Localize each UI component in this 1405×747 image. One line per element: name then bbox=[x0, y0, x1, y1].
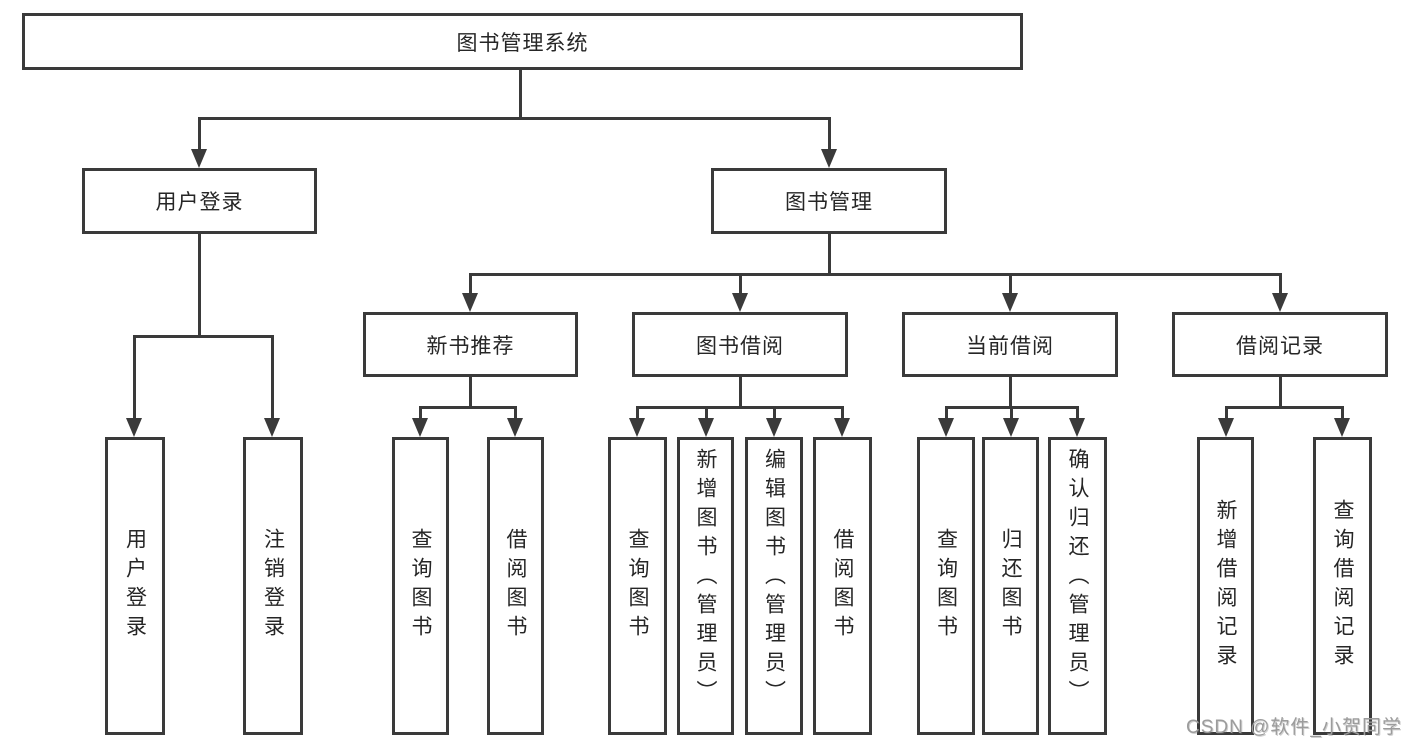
connector-line bbox=[1225, 406, 1228, 420]
connector-line bbox=[1341, 406, 1344, 420]
connector-line bbox=[133, 335, 274, 338]
connector-line bbox=[519, 69, 522, 118]
connector-arrowhead bbox=[629, 418, 645, 437]
leaf-label: 归还图书 bbox=[999, 528, 1022, 644]
leaf-return-books: 归还图书 bbox=[982, 437, 1039, 735]
leaf-label: 借阅图书 bbox=[831, 528, 854, 644]
connector-arrowhead bbox=[1334, 418, 1350, 437]
node-root-library-system: 图书管理系统 bbox=[22, 13, 1023, 70]
connector-arrowhead bbox=[1003, 418, 1019, 437]
node-label: 新书推荐 bbox=[426, 334, 515, 358]
connector-line bbox=[828, 233, 831, 275]
leaf-edit-books-admin: 编辑图书（管理员） bbox=[745, 437, 803, 735]
leaf-label: 查询图书 bbox=[626, 528, 649, 644]
connector-arrowhead bbox=[821, 149, 837, 168]
leaf-label: 新增图书（管理员） bbox=[694, 448, 717, 709]
node-current-borrow: 当前借阅 bbox=[902, 312, 1118, 377]
leaf-borrow-books-recommend: 借阅图书 bbox=[487, 437, 544, 735]
connector-arrowhead bbox=[264, 418, 280, 437]
connector-line bbox=[945, 406, 948, 420]
leaf-label: 借阅图书 bbox=[504, 528, 527, 644]
connector-line bbox=[636, 406, 639, 420]
connector-line bbox=[469, 273, 1282, 276]
leaf-add-borrow-record: 新增借阅记录 bbox=[1197, 437, 1254, 735]
leaf-label: 查询图书 bbox=[934, 528, 958, 644]
connector-line bbox=[419, 406, 422, 420]
connector-line bbox=[469, 273, 472, 295]
connector-line bbox=[271, 335, 274, 420]
node-label: 借阅记录 bbox=[1236, 334, 1324, 358]
node-new-book-recommend: 新书推荐 bbox=[363, 312, 578, 377]
connector-arrowhead bbox=[834, 418, 850, 437]
connector-line bbox=[1009, 376, 1012, 407]
leaf-borrow-books: 借阅图书 bbox=[813, 437, 872, 735]
connector-arrowhead bbox=[1272, 293, 1288, 312]
connector-arrowhead bbox=[766, 418, 782, 437]
connector-line bbox=[133, 335, 136, 420]
leaf-confirm-return-admin: 确认归还（管理员） bbox=[1048, 437, 1107, 735]
connector-arrowhead bbox=[698, 418, 714, 437]
connector-line bbox=[841, 406, 844, 420]
connector-arrowhead bbox=[126, 418, 142, 437]
leaf-label: 查询图书 bbox=[409, 528, 432, 644]
connector-arrowhead bbox=[412, 418, 428, 437]
node-user-login: 用户登录 bbox=[82, 168, 317, 234]
connector-line bbox=[739, 273, 742, 295]
connector-arrowhead bbox=[191, 149, 207, 168]
connector-line bbox=[1225, 406, 1344, 409]
connector-line bbox=[1009, 273, 1012, 295]
leaf-label: 确认归还（管理员） bbox=[1066, 448, 1089, 709]
connector-line bbox=[514, 406, 517, 420]
leaf-label: 编辑图书（管理员） bbox=[762, 448, 786, 709]
leaf-label: 新增借阅记录 bbox=[1214, 499, 1237, 673]
connector-line bbox=[1010, 406, 1013, 420]
leaf-query-books-recommend: 查询图书 bbox=[392, 437, 449, 735]
connector-line bbox=[419, 406, 517, 409]
connector-line bbox=[636, 406, 844, 409]
connector-line bbox=[705, 406, 708, 420]
node-book-borrow: 图书借阅 bbox=[632, 312, 848, 377]
node-label: 图书管理系统 bbox=[456, 31, 589, 55]
leaf-label: 注销登录 bbox=[261, 528, 285, 644]
leaf-user-login: 用户登录 bbox=[105, 437, 165, 735]
connector-line bbox=[773, 406, 776, 420]
leaf-query-books-borrow: 查询图书 bbox=[608, 437, 667, 735]
connector-arrowhead bbox=[938, 418, 954, 437]
node-label: 图书借阅 bbox=[696, 334, 784, 358]
connector-arrowhead bbox=[1002, 293, 1018, 312]
node-book-management: 图书管理 bbox=[711, 168, 947, 234]
leaf-label: 查询借阅记录 bbox=[1331, 499, 1354, 673]
leaf-query-borrow-record: 查询借阅记录 bbox=[1313, 437, 1372, 735]
connector-line bbox=[469, 376, 472, 407]
connector-line bbox=[198, 233, 201, 338]
node-label: 用户登录 bbox=[155, 191, 244, 214]
csdn-watermark: CSDN @软件_小贺同学 bbox=[1186, 717, 1402, 738]
leaf-logout: 注销登录 bbox=[243, 437, 303, 735]
connector-arrowhead bbox=[1069, 418, 1085, 437]
connector-arrowhead bbox=[507, 418, 523, 437]
connector-arrowhead bbox=[1218, 418, 1234, 437]
connector-line bbox=[198, 117, 831, 120]
connector-arrowhead bbox=[462, 293, 478, 312]
connector-line bbox=[739, 376, 742, 407]
leaf-query-books-current: 查询图书 bbox=[917, 437, 975, 735]
leaf-add-books-admin: 新增图书（管理员） bbox=[677, 437, 734, 735]
connector-line bbox=[1076, 406, 1079, 420]
connector-line bbox=[1279, 376, 1282, 407]
node-label: 当前借阅 bbox=[966, 334, 1054, 358]
connector-line bbox=[198, 117, 201, 151]
connector-arrowhead bbox=[732, 293, 748, 312]
leaf-label: 用户登录 bbox=[123, 528, 147, 644]
connector-line bbox=[828, 117, 831, 151]
node-borrow-records: 借阅记录 bbox=[1172, 312, 1388, 377]
connector-line bbox=[1279, 273, 1282, 295]
node-label: 图书管理 bbox=[785, 191, 873, 214]
